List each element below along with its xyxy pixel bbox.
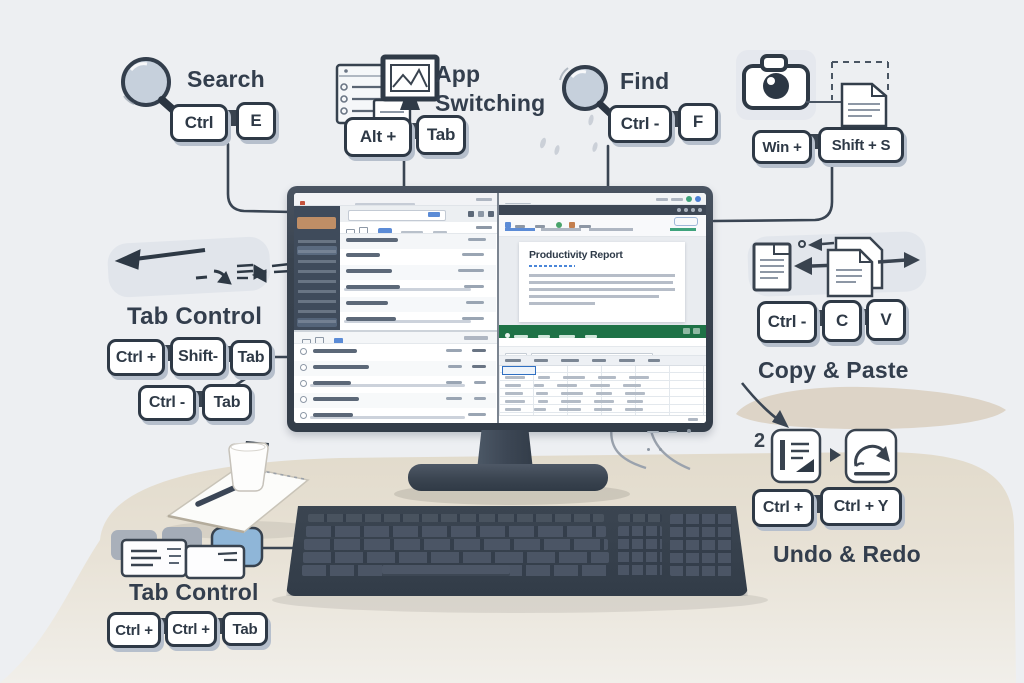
document-toolbar [499,215,706,237]
copy-paste-icon [752,236,920,298]
appswitch-key-alt: Alt + [344,117,412,157]
spacebar [382,565,510,576]
tab-cards-icon [111,526,264,580]
tab-arrows-icon [114,248,293,285]
monitor-stand-base [408,464,608,491]
screenshot-region-icon [806,61,889,128]
tab-control-lower-heading: Tab Control [129,579,259,605]
monitor-stand-neck [477,430,533,470]
search-key-e: E [236,102,276,140]
undo-redo-heading: Undo & Redo [773,541,921,567]
tablower-key-ctrl1: Ctrl + [107,612,161,648]
copy-key-v: V [866,299,906,341]
find-heading: Find [620,68,670,94]
tablower-key-ctrl2: Ctrl + [165,611,217,647]
tabctl-key-ctrl2: Ctrl - [138,385,196,421]
copy-key-ctrl: Ctrl - [757,301,817,343]
spreadsheet-formula-bar [499,347,706,356]
keyboard [286,506,748,596]
email-list [340,234,498,330]
numpad [670,514,732,576]
search-heading: Search [187,66,265,92]
find-icon [559,65,620,123]
find-key-f: F [678,103,718,141]
tabctl-key-shift: Shift- [170,337,226,376]
copy-paste-heading: Copy & Paste [758,357,909,383]
copy-to-undo-arrow [740,382,789,428]
app-switching-heading: App Switching [435,61,546,116]
email-searchbar [340,206,498,222]
tab-control-upper-heading: Tab Control [127,303,263,330]
cup-icon [228,441,269,492]
document-title: Productivity Report [529,249,623,261]
spreadsheet-status-bar [499,415,706,423]
selected-cell [502,366,536,375]
spreadsheet-menubar [499,338,706,347]
monitor-screen: Productivity Report [294,193,706,423]
email-app-window [294,193,498,330]
email-app-logo [300,201,305,205]
monitor: Productivity Report [287,186,713,452]
notepad [166,465,310,534]
tabctl-key-tab: Tab [230,340,272,376]
document-titlebar [499,205,706,215]
teardrop-marks [539,114,598,155]
task-list-window [294,330,498,423]
document-app-window: Productivity Report [499,193,706,325]
appswitch-key-tab: Tab [416,115,466,155]
tabctl-key-ctrl: Ctrl + [107,339,165,376]
tablower-key-tab: Tab [222,612,268,646]
document-page: Productivity Report [519,242,685,322]
spreadsheet-grid [499,356,706,415]
tabctl-key-tab2: Tab [202,384,252,421]
redo-key-ctrl-y: Ctrl + Y [820,487,902,526]
email-sidebar [294,206,340,330]
copy-key-c: C [822,300,862,342]
monitor-indicator-lights [647,423,707,452]
find-key-ctrl: Ctrl - [608,105,672,143]
spreadsheet-ribbon [499,325,706,338]
search-key-ctrl: Ctrl [170,104,228,142]
email-toolbar [340,222,498,234]
undo-key-ctrl: Ctrl + [752,489,814,527]
email-sidebar-compose [297,217,336,229]
undo-redo-icon [770,428,898,484]
screenshot-key-win: Win + [752,130,812,164]
camera-icon [742,54,810,110]
spreadsheet-app-window [499,325,706,423]
screenshot-key-shift-s: Shift + S [818,127,904,163]
undo-step-numeral: 2 [754,430,766,452]
